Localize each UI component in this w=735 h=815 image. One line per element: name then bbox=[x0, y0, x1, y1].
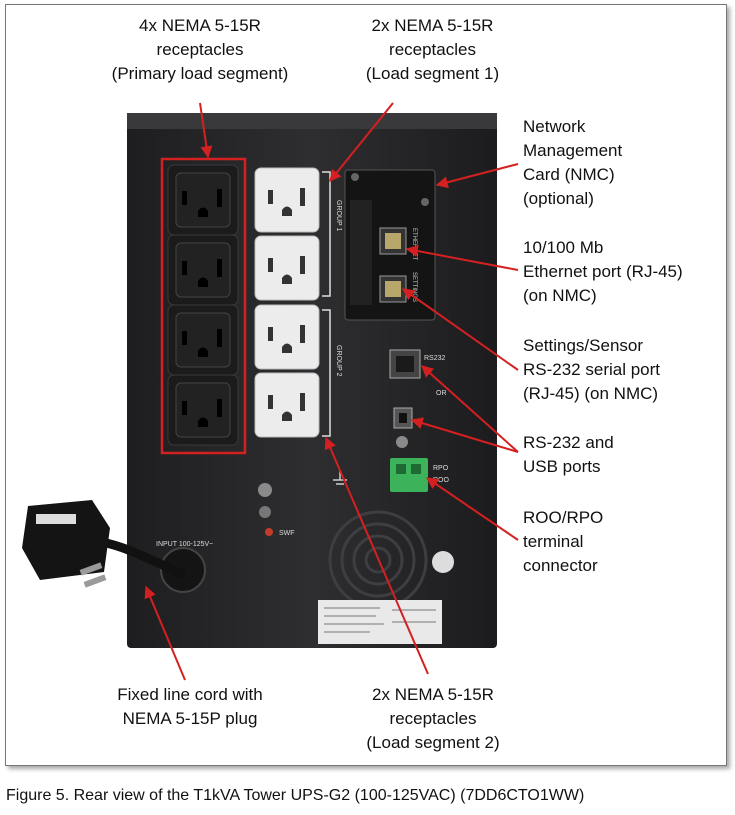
arrow-segment2 bbox=[324, 436, 429, 675]
label-ethernet-port: 10/100 Mb Ethernet port (RJ-45) (on NMC) bbox=[523, 238, 683, 305]
ground-screw-2 bbox=[259, 506, 271, 518]
label-serial-port: Settings/Sensor RS-232 serial port (RJ-4… bbox=[523, 336, 661, 403]
primary-segment-highlight bbox=[160, 157, 247, 455]
line-cord bbox=[101, 537, 187, 580]
roo-text: ROO bbox=[433, 477, 450, 484]
or-text: OR bbox=[436, 390, 447, 397]
arrow-ethernet bbox=[405, 245, 519, 271]
label-segment1-outlets: 2x NEMA 5-15R receptacles (Load segment … bbox=[365, 16, 500, 83]
figure-caption: Figure 5. Rear view of the T1kVA Tower U… bbox=[6, 787, 585, 804]
swf-text: SWF bbox=[279, 530, 295, 537]
group2-label: GROUP 2 bbox=[335, 345, 342, 376]
label-primary-outlets: 4x NEMA 5-15R receptacles (Primary load … bbox=[111, 16, 289, 83]
arrow-usb bbox=[410, 417, 519, 453]
recycle-badge bbox=[432, 551, 454, 573]
label-segment2-outlets: 2x NEMA 5-15R receptacles (Load segment … bbox=[366, 685, 500, 752]
nmc-ethernet-text: ETHERNET bbox=[411, 228, 417, 261]
group2-bracket bbox=[322, 309, 331, 437]
label-roo-rpo: ROO/RPO terminal connector bbox=[523, 508, 604, 575]
network-management-card bbox=[344, 169, 436, 321]
nema-plug bbox=[22, 500, 110, 588]
ground-screw-1 bbox=[258, 483, 272, 497]
arrow-primary bbox=[199, 102, 213, 159]
label-nmc: Network Management Card (NMC) (optional) bbox=[523, 117, 623, 208]
nmc-settings-text: SETTINGS bbox=[411, 272, 417, 302]
callout-arrows bbox=[144, 102, 519, 681]
arrow-nmc bbox=[435, 163, 519, 189]
input-text: INPUT 100-125V~ bbox=[156, 541, 213, 548]
roo-rpo-terminal bbox=[390, 458, 428, 492]
arrow-roo-rpo bbox=[426, 477, 519, 541]
ups-top-edge bbox=[127, 113, 497, 129]
arrow-line-cord bbox=[144, 585, 186, 681]
label-line-cord: Fixed line cord with NEMA 5-15P plug bbox=[117, 685, 263, 728]
group1-bracket bbox=[322, 171, 331, 297]
primary-load-outlets bbox=[167, 164, 239, 446]
usb-screw bbox=[396, 436, 408, 448]
label-rs232-usb: RS-232 and USB ports bbox=[523, 433, 614, 476]
swf-indicator bbox=[265, 528, 273, 536]
rpo-text: RPO bbox=[433, 465, 449, 472]
arrow-rs232 bbox=[421, 365, 519, 453]
rs232-text: RS232 bbox=[424, 355, 446, 362]
arrow-serial bbox=[402, 288, 519, 371]
group1-label: GROUP 1 bbox=[335, 200, 342, 231]
arrow-segment1 bbox=[329, 102, 394, 182]
